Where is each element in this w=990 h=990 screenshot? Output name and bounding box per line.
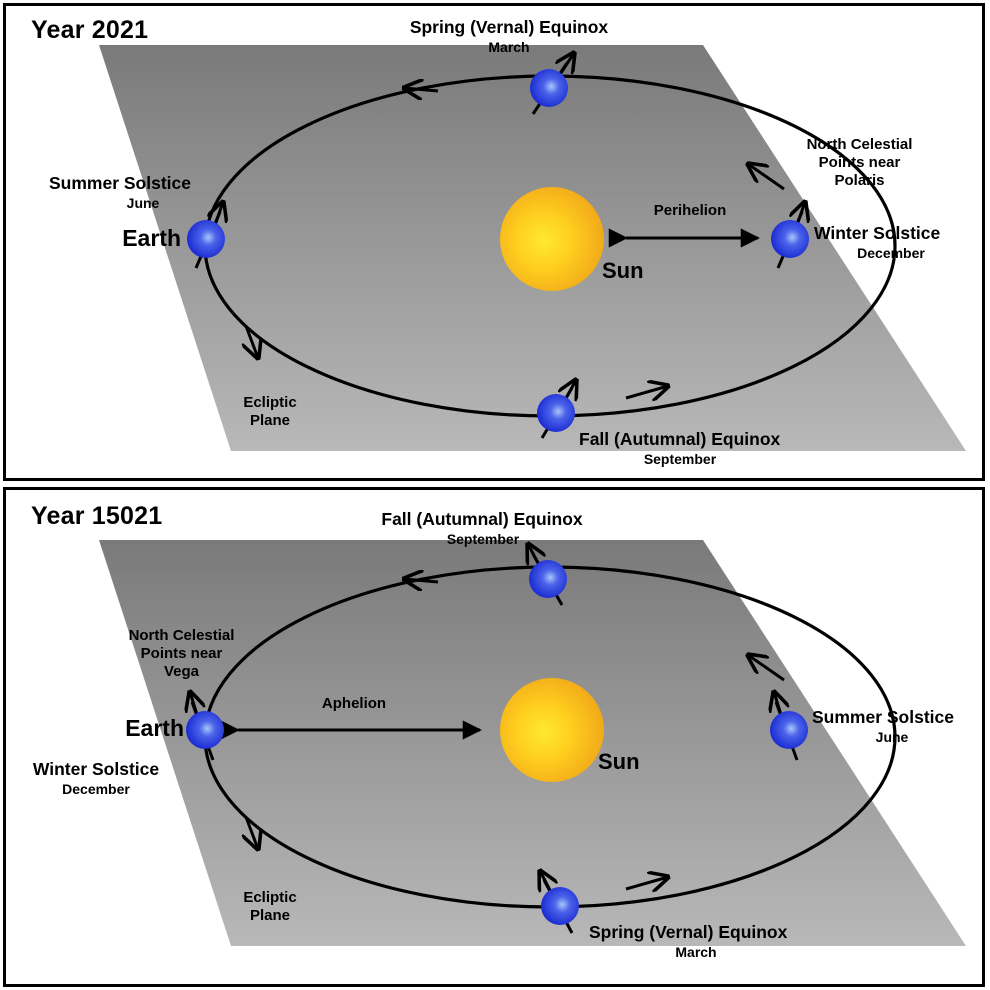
earth-summer-15021	[770, 692, 808, 761]
event-label-2021-summer: Summer Solstice	[49, 173, 191, 193]
pole-note-2021-line3: Polaris	[834, 172, 885, 189]
sun-label-15021: Sun	[598, 749, 640, 774]
pole-note-2021-line1: North Celestial	[806, 136, 913, 153]
pole-note-15021-line3: Vega	[163, 663, 200, 680]
pole-note-15021-line2: Points near	[140, 645, 223, 662]
event-month-15021-winter: December	[62, 781, 130, 797]
earth-winter-2021	[771, 202, 809, 269]
event-label-2021-spring: Spring (Vernal) Equinox	[409, 17, 609, 37]
sun-label-2021: Sun	[602, 258, 644, 283]
earth-spring-2021	[530, 53, 574, 115]
earth-label-2021-summer: Earth	[122, 225, 181, 251]
earth-spring-15021	[540, 871, 579, 934]
plane-label-15021-line2: Plane	[249, 907, 291, 924]
event-month-2021-spring: March	[488, 39, 530, 55]
event-month-2021-summer: June	[126, 195, 160, 211]
earth-fall-15021	[528, 544, 567, 606]
sun-15021	[500, 678, 604, 782]
earth-fall-2021	[537, 380, 576, 439]
plane-label-2021-line1: Ecliptic	[243, 394, 297, 411]
plane-label-15021-line1: Ecliptic	[243, 889, 297, 906]
event-label-2021-winter: Winter Solstice	[814, 223, 941, 243]
panel-year-2021: Year 2021	[3, 3, 985, 481]
plane-label-2021-line2: Plane	[249, 412, 291, 429]
panel-title-2021: Year 2021	[31, 16, 149, 44]
event-month-15021-summer: June	[875, 729, 909, 745]
earth-label-15021-winter: Earth	[125, 715, 184, 741]
scene-2021	[99, 45, 966, 451]
event-label-15021-summer: Summer Solstice	[812, 707, 954, 727]
event-label-2021-fall: Fall (Autumnal) Equinox	[579, 429, 781, 449]
distance-label-15021: Aphelion	[321, 695, 387, 712]
pole-note-15021-line1: North Celestial	[128, 627, 235, 644]
distance-label-2021: Perihelion	[653, 202, 727, 219]
event-month-15021-fall: September	[446, 531, 520, 547]
event-label-15021-spring: Spring (Vernal) Equinox	[589, 922, 788, 942]
event-month-15021-spring: March	[675, 944, 717, 960]
orbit-direction-arrows-15021	[246, 579, 785, 889]
event-month-2021-winter: December	[857, 245, 925, 261]
event-label-15021-fall: Fall (Autumnal) Equinox	[381, 509, 583, 529]
earth-summer-2021	[187, 202, 225, 269]
sun-2021	[500, 187, 604, 291]
pole-note-2021-line2: Points near	[818, 154, 901, 171]
panel-year-15021: Year 15021	[3, 487, 985, 987]
panel-title-15021: Year 15021	[31, 502, 163, 530]
event-month-2021-fall: September	[643, 451, 717, 467]
scene-15021	[99, 490, 966, 946]
event-label-15021-winter: Winter Solstice	[32, 759, 160, 779]
orbit-direction-arrows-2021	[246, 88, 785, 398]
earth-winter-15021	[186, 692, 224, 761]
